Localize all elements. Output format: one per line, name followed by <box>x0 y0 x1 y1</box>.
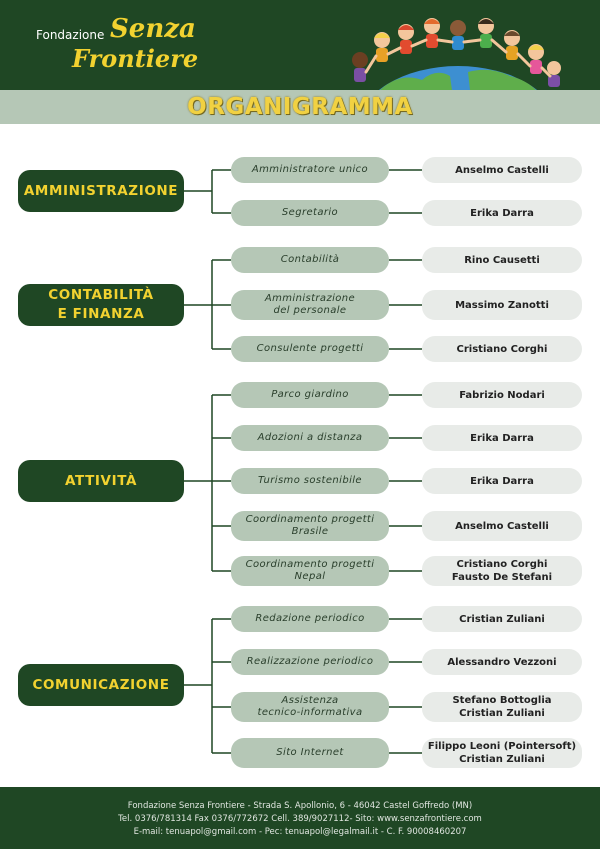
logo-small-text: Fondazione <box>36 28 105 42</box>
footer-email-pec[interactable]: E-mail: tenuapol@gmail.com - Pec: tenuap… <box>133 827 467 837</box>
role-box: Contabilità <box>231 247 389 273</box>
role-box: Coordinamento progetti Nepal <box>231 556 389 586</box>
page-title: ORGANIGRAMMA <box>187 94 413 120</box>
person-box: Anselmo Castelli <box>422 511 582 541</box>
section-amministrazione: AMMINISTRAZIONE <box>18 170 184 212</box>
title-band <box>0 90 600 124</box>
child-figure-1 <box>352 52 368 82</box>
person-box: Massimo Zanotti <box>422 290 582 320</box>
header-bar: Fondazione Senza Frontiere <box>0 0 600 90</box>
role-box: Assistenza tecnico-informativa <box>231 692 389 722</box>
section-contabilita-finanza: CONTABILITÀ E FINANZA <box>18 284 184 326</box>
footer: Fondazione Senza Frontiere - Strada S. A… <box>0 787 600 849</box>
person-box: Alessandro Vezzoni <box>422 649 582 675</box>
footer-phone-website[interactable]: Tel. 0376/781314 Fax 0376/772672 Cell. 3… <box>118 814 482 824</box>
children-globe-illustration <box>352 18 561 90</box>
logo-line-2: Frontiere <box>72 44 199 73</box>
role-box: Coordinamento progetti Brasile <box>231 511 389 541</box>
role-box: Realizzazione periodico <box>231 649 389 675</box>
person-box: Rino Causetti <box>422 247 582 273</box>
person-box: Stefano Bottoglia Cristian Zuliani <box>422 692 582 722</box>
section-attivita: ATTIVITÀ <box>18 460 184 502</box>
foundation-logo[interactable]: Fondazione Senza Frontiere <box>22 12 212 82</box>
role-box: Adozioni a distanza <box>231 425 389 451</box>
person-box: Cristiano Corghi Fausto De Stefani <box>422 556 582 586</box>
role-box: Redazione periodico <box>231 606 389 632</box>
section-comunicazione: COMUNICAZIONE <box>18 664 184 706</box>
person-box: Cristiano Corghi <box>422 336 582 362</box>
person-box: Anselmo Castelli <box>422 157 582 183</box>
role-box: Turismo sostenibile <box>231 468 389 494</box>
person-box: Cristian Zuliani <box>422 606 582 632</box>
person-box: Erika Darra <box>422 468 582 494</box>
person-box: Filippo Leoni (Pointersoft) Cristian Zul… <box>422 738 582 768</box>
role-box: Parco giardino <box>231 382 389 408</box>
person-box: Erika Darra <box>422 200 582 226</box>
role-box: Segretario <box>231 200 389 226</box>
logo-line-1: Senza <box>110 14 196 44</box>
role-box: Sito Internet <box>231 738 389 768</box>
role-box: Consulente progetti <box>231 336 389 362</box>
role-box: Amministratore unico <box>231 157 389 183</box>
person-box: Fabrizio Nodari <box>422 382 582 408</box>
footer-address: Fondazione Senza Frontiere - Strada S. A… <box>127 801 473 811</box>
role-box: Amministrazione del personale <box>231 290 389 320</box>
person-box: Erika Darra <box>422 425 582 451</box>
